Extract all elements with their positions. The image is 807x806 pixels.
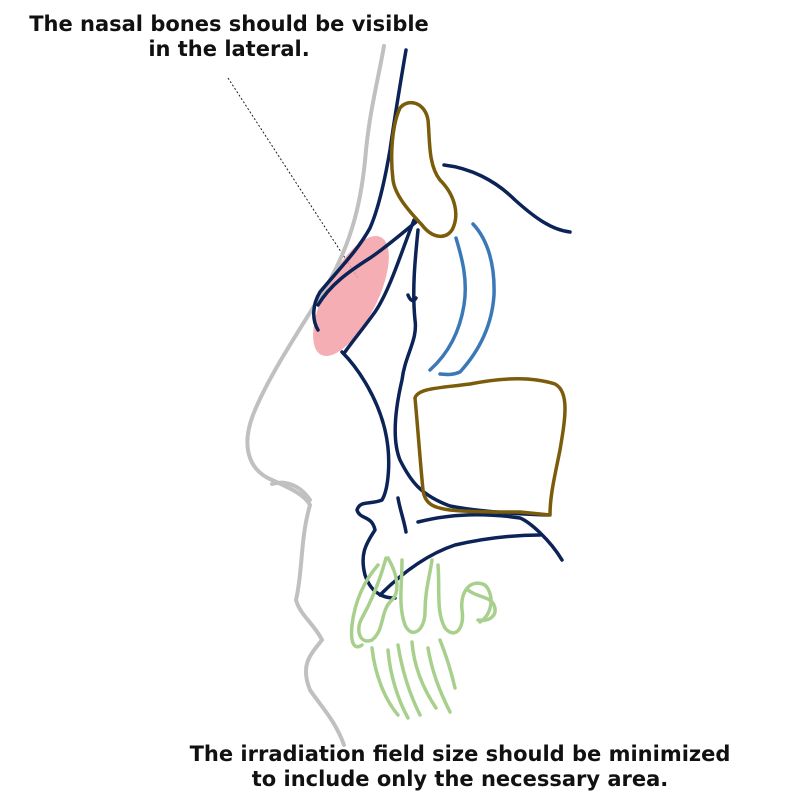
tooth-premolar [399,558,434,634]
anterior-spine [396,496,408,534]
tooth-canine [349,563,380,649]
nasal-bone-highlight [313,236,389,356]
tooth-lower-back [426,638,457,714]
annotation-line: in the lateral. [148,37,310,62]
maxilla-front [340,350,397,600]
annotation-pointer [227,77,359,279]
middle-turbinate [428,236,468,372]
tooth-incisor [357,556,399,643]
tooth-back [466,588,497,623]
tooth-molar [436,563,493,635]
frontal-process [343,218,416,354]
frontal-sinus [389,100,458,238]
annotation-line: to include only the necessary area. [251,767,669,792]
maxillary-sinus [413,377,567,517]
nasal-bones-annotation: The nasal bones should be visible in the… [10,12,448,62]
septum-stub [406,293,418,303]
palate-lower [378,533,542,597]
tooth-lower-front [370,646,410,720]
irradiation-field-annotation: The irradiation field size should be min… [170,742,750,792]
annotation-line: The irradiation field size should be min… [189,742,731,766]
tooth-lower-mid [396,640,438,717]
annotation-line: The nasal bones should be visible [29,12,429,36]
inferior-turbinate [438,222,496,377]
nasal-septum [393,228,550,517]
skin-profile [245,44,386,747]
nasal-bone-back [316,220,418,307]
hard-palate [416,513,564,562]
orbit-rim [442,163,572,234]
nasal-bone-front [312,48,408,332]
nostril-line [270,480,312,502]
